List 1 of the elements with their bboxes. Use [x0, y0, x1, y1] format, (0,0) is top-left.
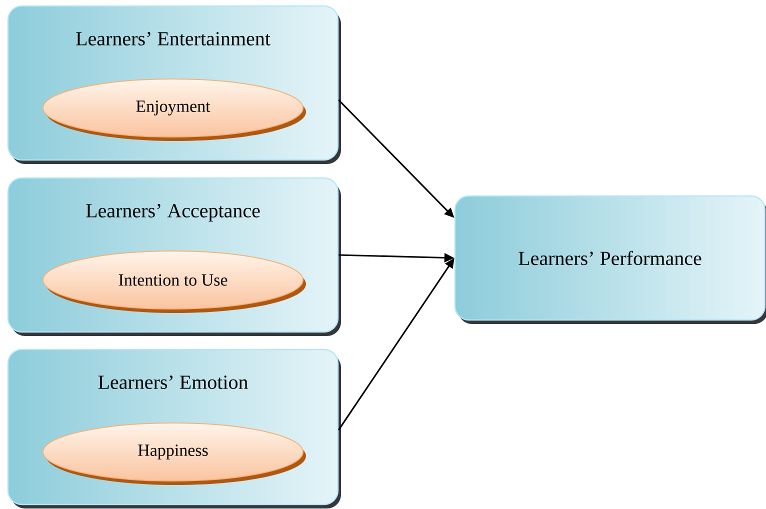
- outcome-box: Learners’ Performance: [454, 195, 766, 324]
